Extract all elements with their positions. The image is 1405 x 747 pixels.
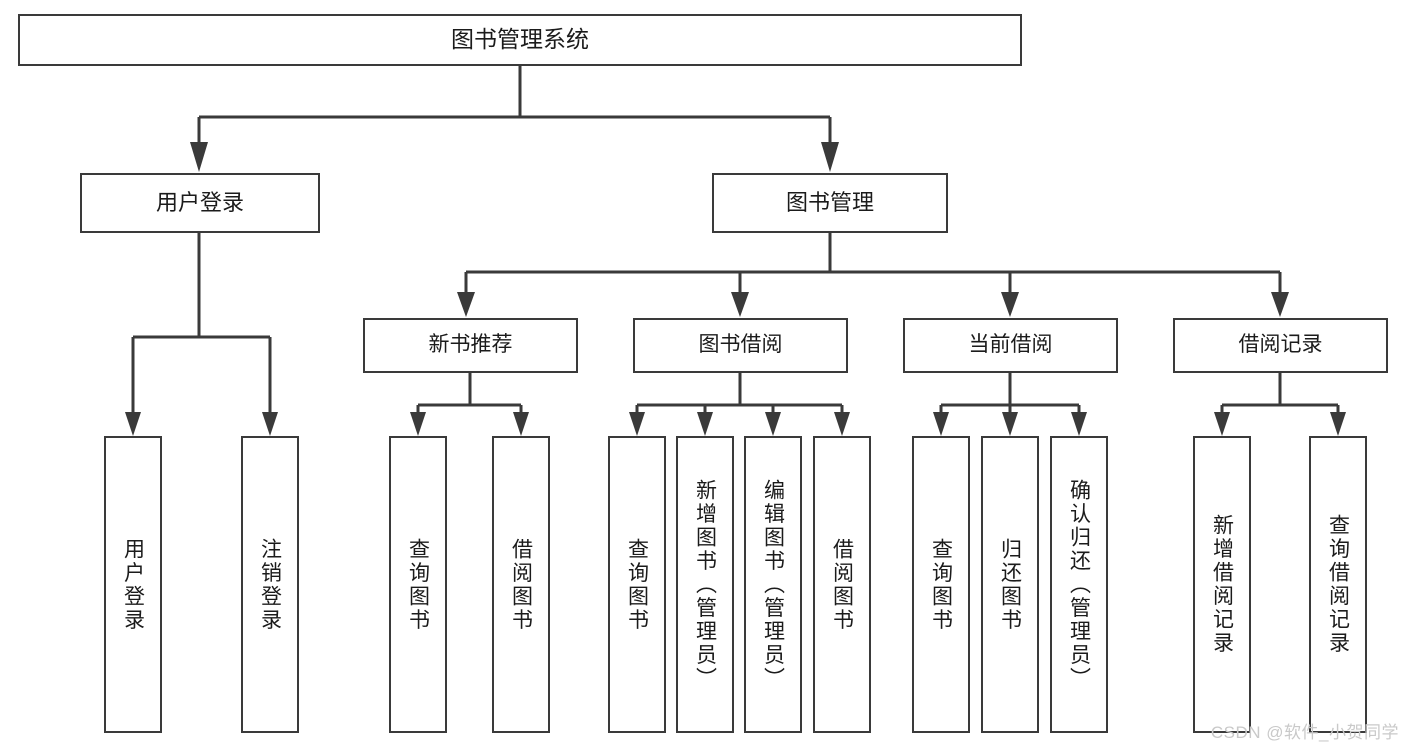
leaf-book-borrow-edit-book[interactable]: 编辑图书（管理员） [744,436,802,733]
leaf-label: 新增图书（管理员） [693,478,717,691]
leaf-user-login-logout[interactable]: 注销登录 [241,436,299,733]
node-borrow-record[interactable]: 借阅记录 [1173,318,1388,373]
leaf-book-borrow-add-book[interactable]: 新增图书（管理员） [676,436,734,733]
leaf-book-borrow-borrow-book[interactable]: 借阅图书 [813,436,871,733]
leaf-label: 借阅图书 [830,537,854,632]
leaf-label: 查询图书 [929,537,953,632]
leaf-borrow-record-query-record[interactable]: 查询借阅记录 [1309,436,1367,733]
leaf-current-borrow-confirm-return[interactable]: 确认归还（管理员） [1050,436,1108,733]
node-root-system[interactable]: 图书管理系统 [18,14,1022,66]
leaf-current-borrow-query-book[interactable]: 查询图书 [912,436,970,733]
leaf-label: 查询图书 [625,537,649,632]
leaf-user-login-login[interactable]: 用户登录 [104,436,162,733]
leaf-label: 注销登录 [258,537,282,632]
node-new-book-recommend[interactable]: 新书推荐 [363,318,578,373]
leaf-label: 归还图书 [998,537,1022,632]
leaf-label: 确认归还（管理员） [1067,478,1091,691]
node-current-borrow[interactable]: 当前借阅 [903,318,1118,373]
leaf-new-book-borrow-book[interactable]: 借阅图书 [492,436,550,733]
leaf-label: 新增借阅记录 [1210,514,1234,655]
leaf-current-borrow-return-book[interactable]: 归还图书 [981,436,1039,733]
leaf-label: 用户登录 [121,537,145,632]
leaf-label: 查询借阅记录 [1326,514,1350,655]
leaf-label: 编辑图书（管理员） [761,478,785,691]
node-user-login[interactable]: 用户登录 [80,173,320,233]
leaf-new-book-query-book[interactable]: 查询图书 [389,436,447,733]
leaf-label: 查询图书 [406,537,430,632]
node-book-borrow[interactable]: 图书借阅 [633,318,848,373]
node-book-management[interactable]: 图书管理 [712,173,948,233]
leaf-borrow-record-add-record[interactable]: 新增借阅记录 [1193,436,1251,733]
leaf-book-borrow-query-book[interactable]: 查询图书 [608,436,666,733]
leaf-label: 借阅图书 [509,537,533,632]
